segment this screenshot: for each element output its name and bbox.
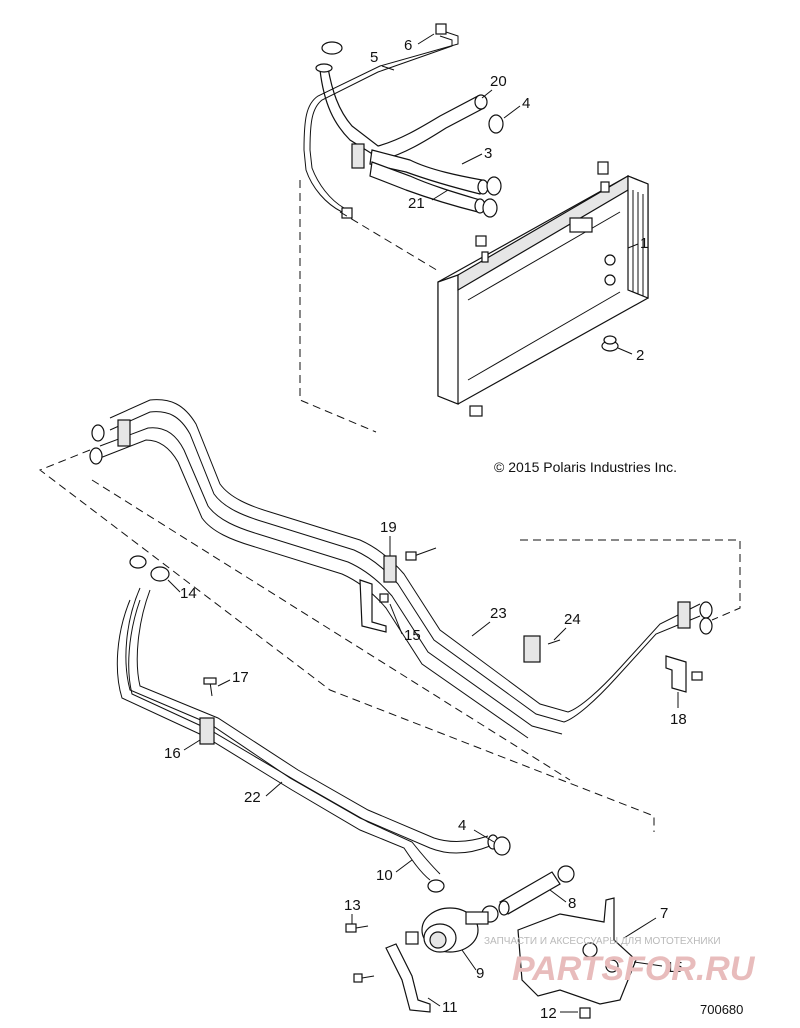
hose-20 <box>315 63 488 161</box>
callout-15-upper: 15 <box>404 627 421 644</box>
mount-bracket-7 <box>517 897 637 1019</box>
callout-15-lower: 15 <box>666 959 683 976</box>
callout-22: 22 <box>244 789 261 806</box>
bolt-13 <box>345 923 369 933</box>
watermark-logo: PARTSFOR.RU <box>512 950 756 988</box>
water-pump-9 <box>421 907 489 953</box>
coolant-tube-23 <box>89 399 713 739</box>
callout-13: 13 <box>344 897 361 914</box>
callout-4-lower: 4 <box>458 817 466 834</box>
hose-8 <box>498 871 561 916</box>
watermark-caption: ЗАПЧАСТИ И АКСЕССУАРЫ ДЛЯ МОТОТЕХНИКИ <box>484 936 721 947</box>
callout-11: 11 <box>442 999 458 1016</box>
clamp-upper <box>321 41 504 218</box>
copyright-notice: © 2015 Polaris Industries Inc. <box>494 459 677 475</box>
bracket-19 <box>359 547 437 633</box>
bolt-17 <box>203 677 217 697</box>
callout-8: 8 <box>568 895 576 912</box>
callout-6: 6 <box>404 37 412 54</box>
figure-id: 700680 <box>700 1002 743 1017</box>
callout-3: 3 <box>484 145 492 162</box>
callout-labels: 1 2 3 4 5 6 20 21 19 23 24 14 15 17 16 2… <box>164 33 687 1022</box>
bracket-18 <box>665 655 703 693</box>
callout-23: 23 <box>490 605 507 622</box>
callout-2: 2 <box>636 347 644 364</box>
radiator <box>437 161 649 417</box>
callout-17: 17 <box>232 669 249 686</box>
clamp-lower <box>427 836 575 923</box>
grommet-2 <box>601 335 619 352</box>
callout-18: 18 <box>670 711 687 728</box>
clip-24 <box>523 635 561 663</box>
callout-20: 20 <box>490 73 507 90</box>
assembly-guides <box>38 180 741 832</box>
callout-1: 1 <box>640 235 648 252</box>
callout-19: 19 <box>380 519 397 536</box>
clamp-14 <box>129 555 170 582</box>
callout-10: 10 <box>376 867 393 884</box>
coolant-tube-22 <box>116 587 499 881</box>
callout-5: 5 <box>370 49 378 66</box>
callout-14: 14 <box>180 585 197 602</box>
bracket-upper-hose <box>351 143 365 169</box>
callout-16: 16 <box>164 745 181 762</box>
callout-7: 7 <box>660 905 668 922</box>
pump-bracket-11 <box>353 931 431 1013</box>
callout-4-upper: 4 <box>522 95 530 112</box>
callout-12: 12 <box>540 1005 557 1022</box>
callout-21: 21 <box>408 195 425 212</box>
hose-21 <box>369 149 489 214</box>
callout-24: 24 <box>564 611 581 628</box>
vent-tube <box>303 23 459 219</box>
callout-9: 9 <box>476 965 484 982</box>
